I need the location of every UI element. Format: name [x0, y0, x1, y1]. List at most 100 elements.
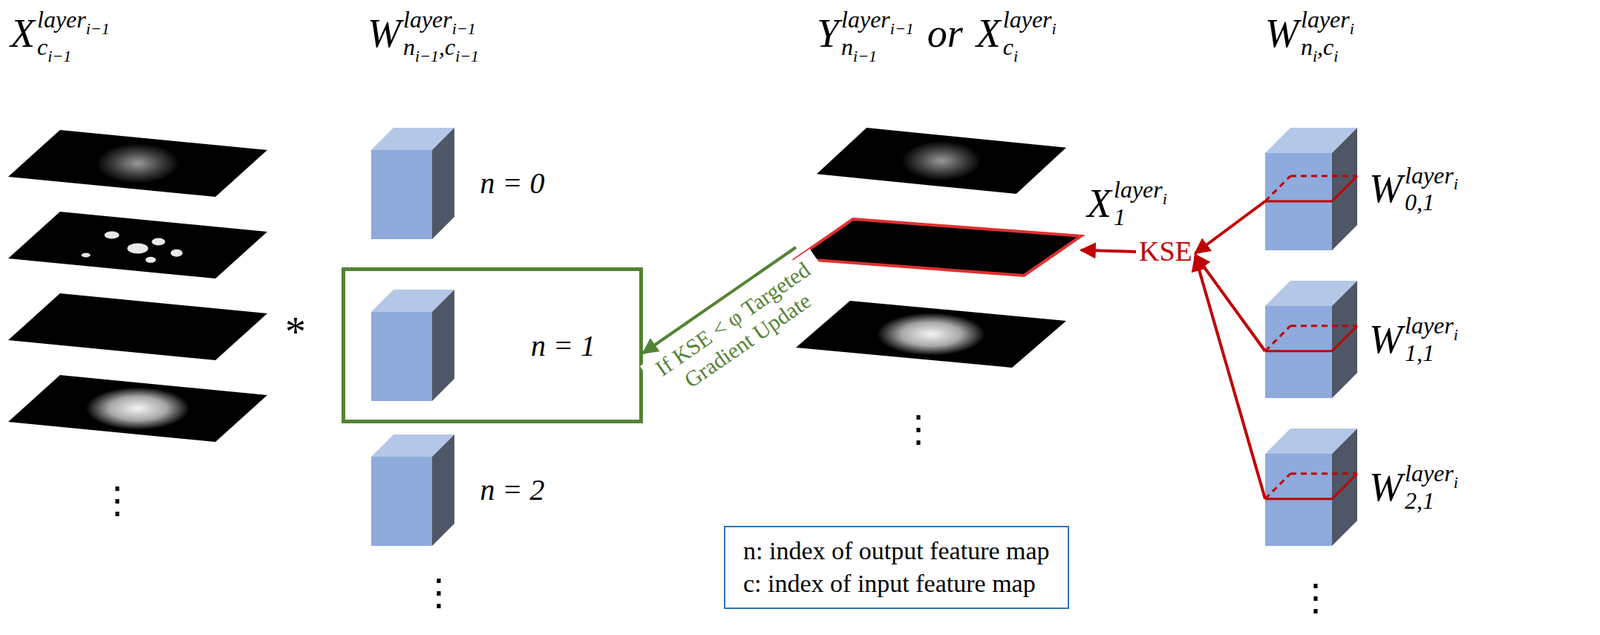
math-symbol: Wlayeri0,1 [1369, 161, 1459, 217]
superscript: layer [1003, 5, 1053, 33]
target-feature-map: Xlayeri1 [795, 219, 1082, 276]
column-heading: Ylayeri−1ni−1orXlayerici [816, 5, 1057, 61]
symbol-base: X [10, 13, 35, 54]
feature-map [795, 300, 1067, 368]
column-heading: Wlayeri−1ni−1,ci−1 [367, 5, 479, 61]
continuation-dots: ⋮ [420, 573, 458, 611]
feature-map-plane [795, 300, 1067, 368]
kernel-slice-hidden [1290, 472, 1358, 475]
edge-label: If KSE < φ Targeted Gradient Update [639, 248, 840, 411]
activation-dot [170, 249, 183, 257]
arrow-connector [1081, 250, 1136, 252]
index-subscript: i [1013, 46, 1018, 66]
cube-front [1265, 453, 1332, 546]
feature-map [795, 219, 1082, 276]
symbol-base: X [1086, 183, 1112, 224]
superscript: layer [1113, 175, 1163, 203]
legend-box: n: index of output feature mapc: index o… [723, 525, 1070, 609]
feature-map-plane [8, 129, 268, 197]
index-subscript: i [1162, 189, 1168, 208]
index-label: n = 1 [530, 328, 596, 364]
symbol-base: X [976, 13, 1001, 54]
feature-map [8, 129, 268, 197]
cube-front [371, 456, 433, 546]
superscript-row: layeri [1404, 459, 1459, 488]
math-symbol: Ylayeri−1ni−1 [816, 5, 914, 61]
symbol-base: W [1369, 467, 1403, 508]
kernel-cube [1265, 280, 1358, 398]
legend-line: n: index of output feature map [743, 534, 1050, 568]
index-label: n = 2 [480, 475, 545, 505]
kernel-slice [1265, 497, 1332, 500]
cube-front [371, 311, 433, 401]
feature-map-plane [816, 127, 1067, 194]
subscript-row: ni,ci [1300, 33, 1355, 61]
activation-dot [104, 231, 120, 240]
kernel-slice [1331, 325, 1358, 352]
superscript-row: layeri [1404, 311, 1459, 340]
subscript: c [37, 33, 48, 61]
arrow-connector [1195, 254, 1266, 352]
node-heading: Wlayeri2,1 [1369, 459, 1459, 515]
subscript: c [1323, 33, 1334, 61]
superscript-row: layeri [1300, 5, 1355, 34]
script-stack: layeri0,1 [1404, 161, 1459, 217]
kse-node: KSE [1135, 236, 1196, 268]
kernel-slice-hidden [1265, 175, 1291, 202]
kernel-slice-hidden [1265, 473, 1291, 499]
feature-map-plane [8, 374, 268, 442]
feature-map-plane [795, 219, 1082, 276]
script-stack: layeri2,1 [1404, 459, 1459, 515]
script-stack: layeri−1ni−1 [841, 5, 914, 61]
feature-map-content [81, 231, 183, 263]
column-heading: Xlayeri−1ci−1 [10, 5, 110, 61]
feature-map [8, 374, 268, 442]
cube-side [432, 434, 455, 546]
index-subscript: i−1 [890, 19, 914, 38]
index-subscript: i [1052, 19, 1057, 38]
kernel-node: Wlayeri0,1 [1265, 127, 1589, 251]
script-stack: layeri−1ci−1 [37, 5, 110, 61]
math-symbol: Xlayerici [976, 5, 1057, 61]
kernel-cube [1265, 428, 1358, 546]
continuation-dots: ⋮ [1297, 578, 1335, 616]
subscript: , [1317, 33, 1324, 61]
heading-word: or [927, 10, 963, 57]
continuation-dots: ⋮ [899, 409, 937, 447]
metric-label: KSE [1138, 236, 1193, 268]
cube-side [432, 127, 455, 240]
superscript-row: layeri−1 [37, 5, 110, 34]
subscript: c [1003, 33, 1014, 61]
kernel-slice-hidden [1265, 325, 1291, 352]
superscript-row: layeri−1 [841, 5, 914, 34]
script-stack: layerini,ci [1300, 5, 1355, 61]
script-stack: layeri−1ni−1,ci−1 [403, 5, 479, 61]
index-subscript: i−1 [452, 19, 476, 38]
symbol-base: W [1265, 13, 1299, 54]
kernel-slice [1331, 175, 1358, 202]
convolution-operator: * [285, 311, 306, 353]
feature-map-outline [795, 219, 1082, 276]
arrow-connector [1195, 256, 1266, 499]
index-subscript: i−1 [853, 46, 877, 66]
superscript: layer [1404, 311, 1454, 339]
kernel-cube [371, 127, 455, 240]
activation-dot [145, 256, 156, 263]
selected-kernel-box: n = 1 [341, 267, 643, 424]
math-symbol: Wlayerini,ci [1265, 5, 1355, 61]
node-heading: Wlayeri0,1 [1369, 161, 1459, 217]
cube-front [371, 149, 433, 240]
feature-map [8, 293, 268, 361]
kernel-node: Wlayeri2,1 [1265, 428, 1589, 546]
symbol-base: W [1369, 169, 1403, 210]
column-heading: Wlayerini,ci [1265, 5, 1355, 61]
math-symbol: Wlayeri2,1 [1369, 459, 1459, 515]
feature-map [8, 211, 268, 279]
superscript-row: layeri [1113, 175, 1168, 204]
feature-map-plane [8, 293, 268, 361]
activation-blob [86, 386, 191, 430]
node-heading: Wlayeri1,1 [1369, 311, 1459, 367]
feature-map-content [901, 141, 982, 181]
math-symbol: Wlayeri1,1 [1369, 311, 1459, 367]
